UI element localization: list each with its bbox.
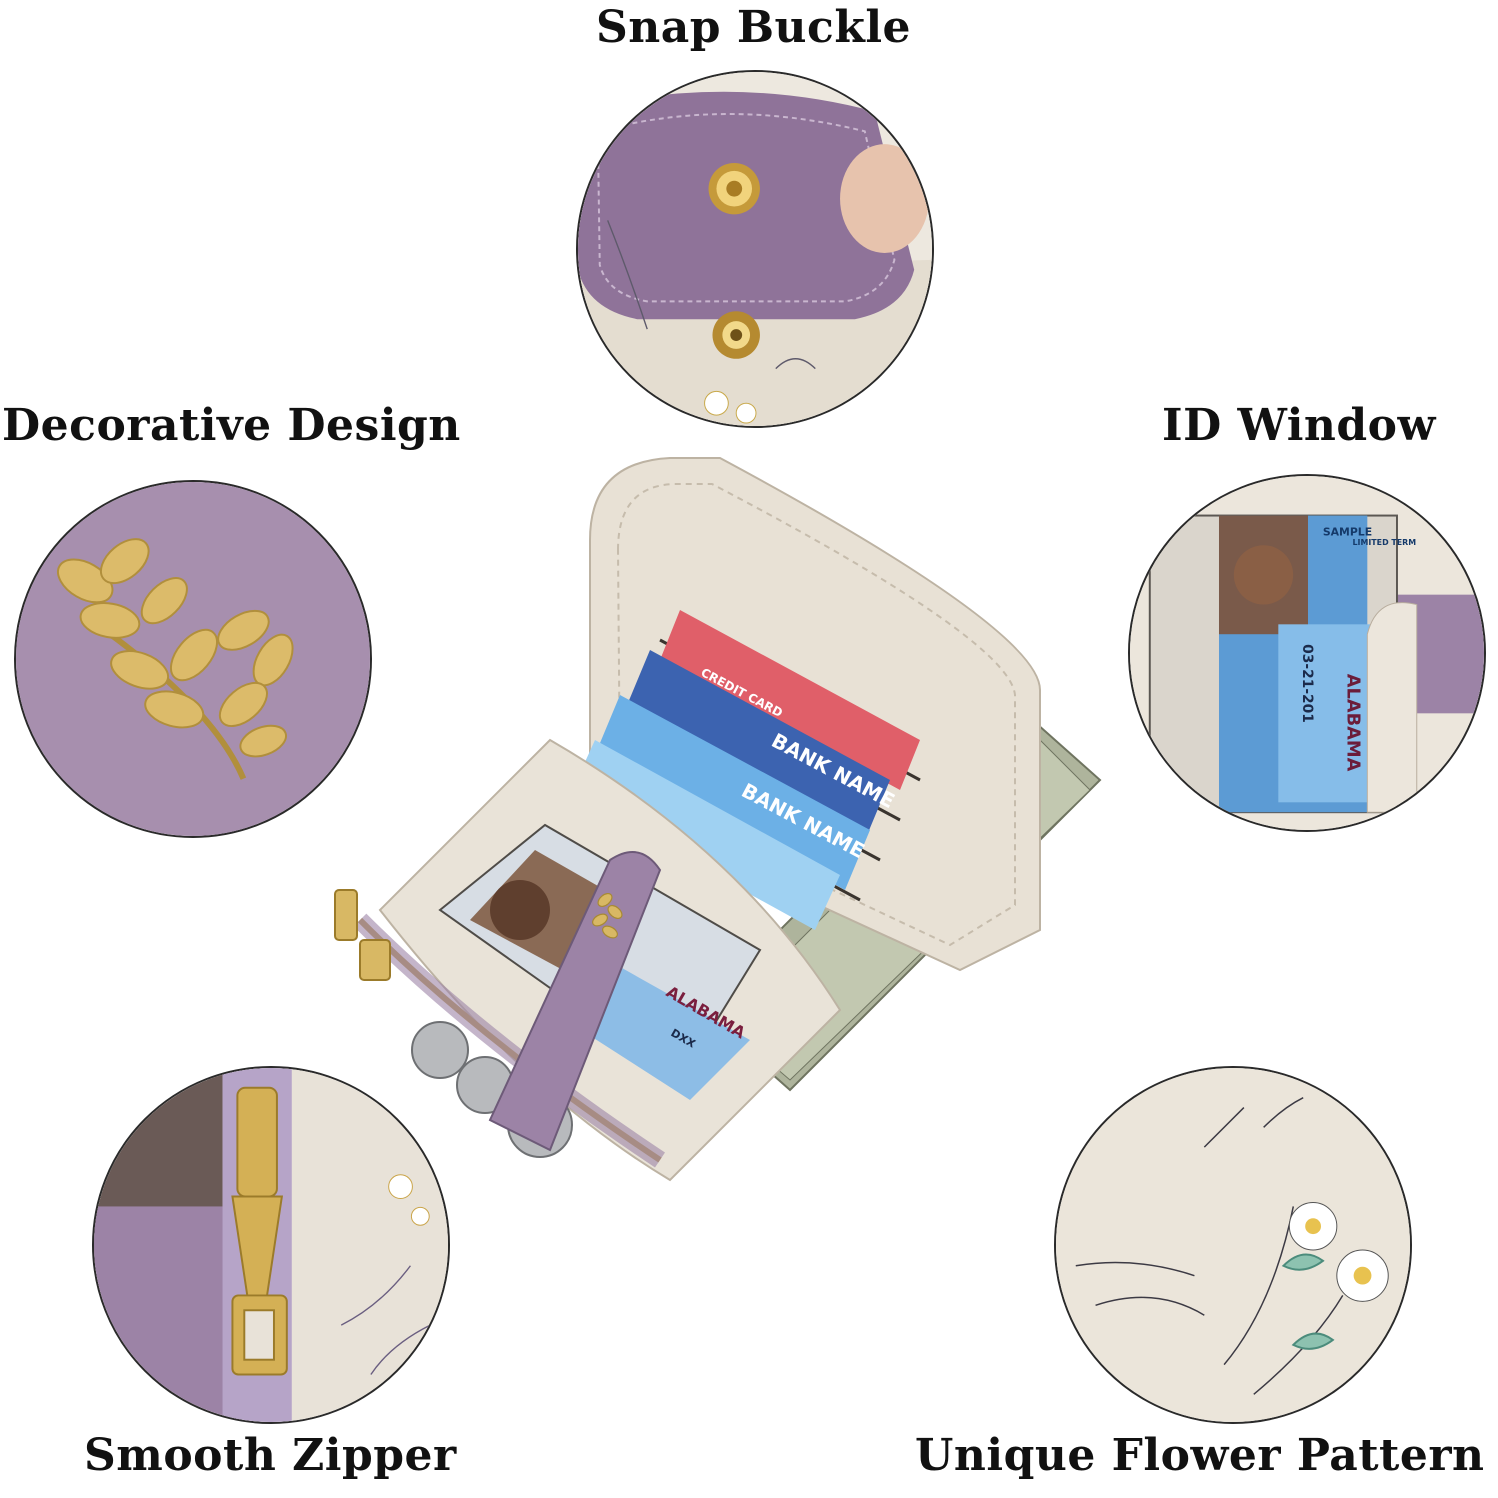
id-limited-text: LIMITED TERM (1352, 538, 1416, 547)
gold-leaf-ornament (592, 892, 623, 939)
snap-buckle-closeup (576, 70, 934, 428)
id-sample-text: SAMPLE (1323, 525, 1372, 538)
wallet-product-photo: CREDIT CARD BANK NAME BANK NAME ALABAMA … (320, 450, 1120, 1190)
decorative-leaf-closeup (14, 480, 372, 838)
gold-leaf-ornament-image (16, 482, 370, 836)
smooth-zipper-label: Smooth Zipper (84, 1430, 457, 1481)
id-state-text: ALABAMA (1343, 674, 1364, 772)
snap-buckle-image (578, 72, 932, 426)
snap-buckle-label: Snap Buckle (596, 2, 912, 53)
flower-pattern-image (1056, 1068, 1410, 1422)
zipper-pull-image (94, 1068, 448, 1422)
unique-flower-pattern-label: Unique Flower Pattern (915, 1430, 1485, 1481)
flower-pattern-closeup (1054, 1066, 1412, 1424)
id-window-closeup: SAMPLE LIMITED TERM ALABAMA 03-21-201 (1128, 474, 1486, 832)
id-window-label: ID Window (1162, 400, 1436, 451)
id-date-text: 03-21-201 (1299, 644, 1315, 723)
cards-stack: CREDIT CARD BANK NAME BANK NAME (570, 610, 920, 930)
decorative-design-label: Decorative Design (2, 400, 461, 451)
wallet-image: CREDIT CARD BANK NAME BANK NAME ALABAMA … (334, 457, 1102, 1182)
id-window-image: SAMPLE LIMITED TERM ALABAMA 03-21-201 (1130, 476, 1484, 830)
zipper-closeup (92, 1066, 450, 1424)
